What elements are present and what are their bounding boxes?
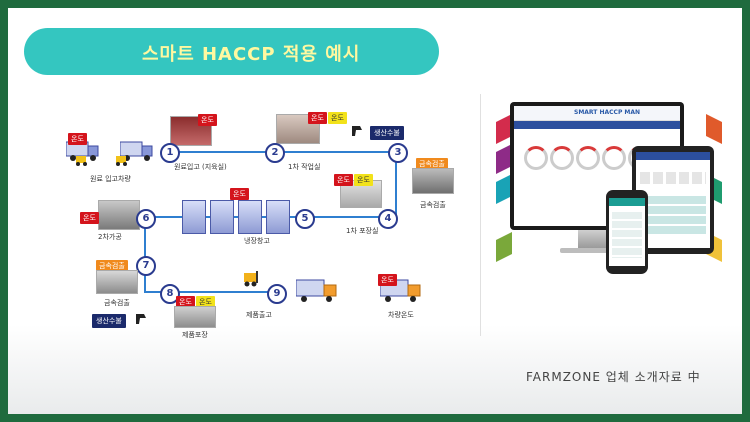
step-label-9: 제품출고 [246, 311, 272, 319]
temp-badge: 온도 [378, 274, 397, 286]
gauge [550, 146, 574, 170]
vehicle-temp-label: 차량온도 [388, 311, 414, 319]
step-node-1: 1 [160, 143, 180, 163]
tablet-screen [636, 152, 710, 248]
temp-badge: 온도 [68, 133, 87, 145]
gauge [602, 146, 626, 170]
tablet-gauges [640, 172, 706, 184]
tablet [632, 146, 714, 254]
app-brand: SMART HACCP MAN [514, 106, 680, 121]
step-node-5: 5 [295, 209, 315, 229]
tablet-navbar [636, 152, 710, 160]
temp-badge: 온도 [198, 114, 217, 126]
tablet-grid [640, 196, 706, 236]
cold-storage-unit [266, 200, 290, 234]
production-badge: 생산수불 [370, 126, 404, 140]
flow-line [144, 216, 146, 291]
step-label-1: 원료입고 (지육실) [174, 163, 227, 171]
humidity-badge: 온도 [328, 112, 347, 124]
device-mockup: SMART HACCP MAN [490, 92, 732, 292]
metal-detect-badge: 금속검출 [96, 260, 128, 272]
flow-line [144, 291, 279, 293]
delivery-truck-icon [296, 279, 337, 302]
metal-detector-photo [96, 270, 138, 294]
slide-title: 스마트 HACCP 적용 예시 [142, 44, 361, 65]
gauge [524, 146, 548, 170]
step-label-4: 1차 포장실 [346, 227, 379, 235]
monitor-stand [578, 230, 614, 248]
cold-storage-unit [210, 200, 234, 234]
raw-truck-label: 원료 입고차량 [90, 175, 131, 183]
secondary-processing-photo [98, 200, 140, 230]
footer-caption: FARMZONE 업체 소개자료 中 [526, 370, 701, 384]
step-label-3: 금속검출 [420, 201, 446, 209]
barcode-scanner-icon [352, 126, 362, 136]
metal-detect-badge: 금속검출 [416, 158, 448, 170]
temp-badge: 온도 [80, 212, 99, 224]
step-node-6: 6 [136, 209, 156, 229]
phone-screen [609, 198, 645, 266]
humidity-badge: 온도 [354, 174, 373, 186]
step-label-2: 1차 작업실 [288, 163, 321, 171]
step-node-9: 9 [267, 284, 287, 304]
forklift-icon [116, 156, 127, 166]
monitor-base [560, 248, 632, 253]
step-label-6: 2차가공 [98, 233, 122, 241]
forklift-icon [244, 271, 258, 287]
step-node-4: 4 [378, 209, 398, 229]
temp-badge: 온도 [334, 174, 353, 186]
temp-badge: 온도 [308, 112, 327, 124]
metal-detector-photo [412, 168, 454, 194]
divider [480, 94, 481, 336]
production-badge: 생산수불 [92, 314, 126, 328]
slide: 스마트 HACCP 적용 예시 [8, 8, 742, 414]
humidity-badge: 온도 [196, 296, 215, 308]
cold-storage-unit [238, 200, 262, 234]
truck-icon [120, 141, 153, 161]
flow-line [395, 151, 397, 216]
step-node-3: 3 [388, 143, 408, 163]
step-label-5: 냉장창고 [244, 237, 270, 245]
forklift-icon [76, 156, 87, 166]
barcode-scanner-icon [136, 314, 146, 324]
phone-navbar [609, 198, 645, 206]
step-node-2: 2 [265, 143, 285, 163]
cold-storage-unit [182, 200, 206, 234]
product-packing-photo [174, 306, 216, 328]
phone-list [612, 212, 642, 258]
step-node-7: 7 [136, 256, 156, 276]
haccp-flow-diagram: 온도 원료 입고차량 온도 1 원료입고 (지육실) 온도 온도 2 1차 작업… [28, 88, 468, 339]
step-label-7: 금속검출 [104, 299, 130, 307]
phone [606, 190, 648, 274]
step-node-8: 8 [160, 284, 180, 304]
step-label-8: 제품포장 [182, 331, 208, 339]
title-banner: 스마트 HACCP 적용 예시 [24, 28, 439, 75]
temp-badge: 온도 [230, 188, 249, 200]
gauge [576, 146, 600, 170]
temp-badge: 온도 [176, 296, 195, 308]
app-navbar [514, 121, 680, 129]
